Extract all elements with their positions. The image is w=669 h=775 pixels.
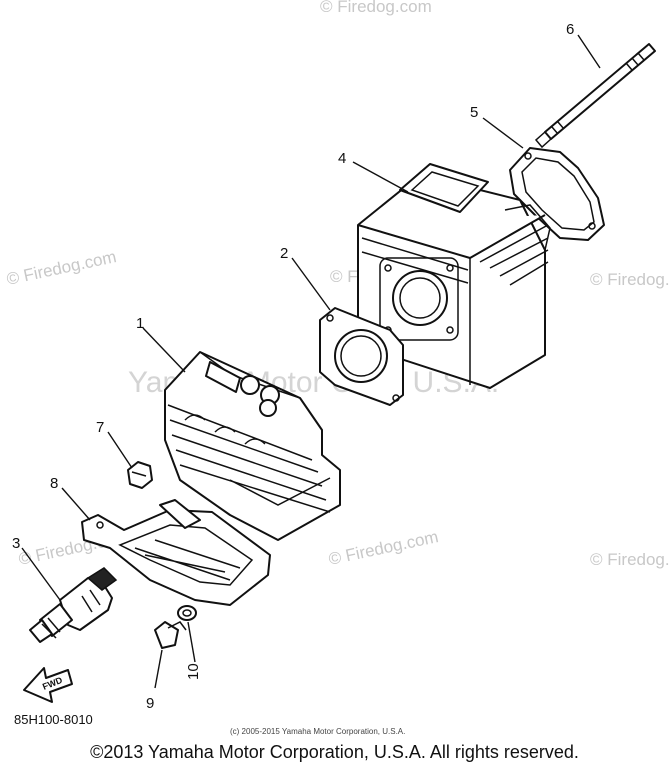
callout-8: 8 (50, 475, 58, 492)
callout-6: 6 (566, 21, 574, 38)
watermark-firedog: © Firedog.com (5, 247, 118, 289)
cylinder-head-gasket-part (509, 147, 605, 241)
callout-4: 4 (338, 150, 346, 167)
callout-3: 3 (12, 535, 20, 552)
leader-line (291, 257, 331, 311)
leader-line (107, 431, 133, 469)
bolt-part (154, 621, 187, 649)
bracket-part (81, 499, 271, 606)
leader-line (352, 161, 409, 193)
callout-5: 5 (470, 104, 478, 121)
leader-line (577, 34, 601, 69)
footer-copyright: ©2013 Yamaha Motor Corporation, U.S.A. A… (90, 742, 579, 762)
leader-line (61, 487, 91, 521)
callout-9: 9 (146, 695, 154, 712)
stud-bolt-part (534, 43, 656, 149)
cylinder-head-part (164, 351, 341, 541)
callout-2: 2 (280, 245, 288, 262)
callout-10: 10 (185, 663, 202, 680)
leader-line (142, 327, 186, 373)
forward-arrow-icon: FWD (23, 667, 73, 703)
leader-line (187, 621, 196, 663)
washer-part (177, 605, 197, 621)
watermark-firedog: © Firedog.com (327, 527, 440, 569)
callout-1: 1 (136, 315, 144, 332)
cylinder-block-part (357, 163, 551, 389)
watermark-firedog: © Firedog.com (590, 550, 669, 569)
spark-plug-part (29, 567, 118, 643)
leader-line (21, 547, 61, 601)
small-copyright: (c) 2005-2015 Yamaha Motor Corporation, … (230, 727, 405, 736)
leader-line (482, 117, 524, 149)
leader-line (154, 649, 163, 689)
watermark-firedog: © Firedog.com (590, 270, 669, 289)
callout-7: 7 (96, 419, 104, 436)
diagram-code: 85H100-8010 (14, 712, 93, 727)
cylinder-base-gasket-part (319, 307, 404, 406)
watermark-firedog: © Firedog.com (320, 0, 432, 16)
nut-part (127, 461, 153, 489)
